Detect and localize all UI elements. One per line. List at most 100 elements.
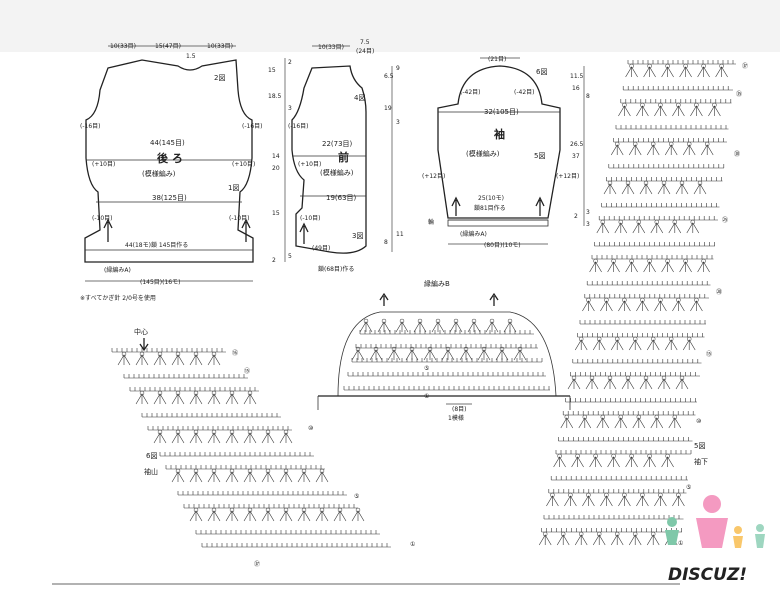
back-side-r-top: (-16目) (242, 123, 262, 130)
stitch-picot (175, 390, 181, 396)
stitch-picot (658, 102, 663, 108)
stitch-fan (600, 300, 613, 312)
stitch-picot (686, 336, 692, 342)
stitch-picot (697, 180, 703, 186)
stitch-picot (157, 390, 163, 396)
stitch-picot (211, 507, 217, 513)
stitch-fan (657, 378, 671, 390)
stitch-picot (229, 507, 235, 513)
stitch-fan (625, 261, 638, 273)
stitch-picot (607, 375, 613, 381)
stitch-picot (391, 346, 397, 352)
stitch-picot (694, 102, 699, 108)
stitch-picot (643, 180, 649, 186)
back-piece: 10(33目) 15(47目) 10(33目) 1.5 2図 (-16目) (-… (80, 43, 262, 302)
watermark-text: DISCUZ! (668, 565, 747, 585)
stitch-picot (175, 351, 181, 357)
edging-b-repeat-label: 1模様 (448, 414, 464, 422)
stitch-picot (363, 318, 369, 324)
stitch-picot (690, 219, 696, 225)
stitch-fan (614, 222, 628, 234)
stitch-fan (207, 393, 221, 405)
center-h3: 20 (272, 165, 280, 172)
sleeve-arrow-r (535, 196, 545, 216)
stitch-picot (625, 375, 631, 381)
stitch-picot (247, 468, 253, 474)
stitch-picot (683, 258, 688, 264)
stitch-fan (243, 471, 257, 483)
stitch-fan (592, 534, 606, 546)
watermark-logo: DISCUZ! (665, 495, 765, 585)
stitch-picot (247, 390, 253, 396)
stitch-fan (315, 471, 329, 483)
stitch-picot (686, 141, 692, 147)
back-width-lower: 38(125目) (152, 194, 187, 202)
back-side-l-low: (-10目) (92, 215, 112, 222)
stitch-fan (189, 510, 203, 522)
sleeve-rdim1: 16 (572, 85, 580, 92)
stitch-fan (377, 321, 391, 333)
stitch-fan (574, 339, 588, 351)
stitch-picot (157, 351, 163, 357)
stitch-fan (646, 339, 660, 351)
stitch-picot (355, 346, 361, 352)
sleeve-side-l: (+12目) (422, 173, 445, 180)
stitch-fan (610, 339, 624, 351)
stitch-fan (636, 300, 649, 312)
stitch-fan (618, 300, 631, 312)
stitch-fan (171, 471, 185, 483)
stitch-fan (643, 456, 656, 468)
stitch-picot (417, 318, 423, 324)
stitch-fan (387, 349, 401, 361)
stitch-picot (247, 429, 253, 435)
stitch-picot (622, 297, 627, 303)
sleeve-cap-l: (-42目) (460, 89, 480, 96)
stitch-picot (604, 297, 609, 303)
stitch-picot (679, 375, 685, 381)
stitch-fan (639, 183, 653, 195)
stitch-picot (640, 102, 645, 108)
stitch-fan (654, 495, 667, 507)
front-top: 10(33目) (318, 44, 344, 51)
stitch-fan (582, 495, 595, 507)
stitch-fan (603, 378, 617, 390)
sleeve-rdim3: 37 (572, 153, 580, 160)
stitch-fan (279, 471, 293, 483)
sleeve-lower-r25: ㉕ (722, 216, 728, 224)
stitch-picot (614, 336, 620, 342)
back-note: ※すべてかぎ針 2/0号を使用 (80, 294, 156, 302)
stitch-fan (664, 144, 678, 156)
stitch-picot (283, 507, 289, 513)
sleeve-edge: (縁編みA) (460, 230, 487, 238)
stitch-picot (683, 63, 688, 69)
sleeve-lower-r35: ㉟ (736, 90, 742, 98)
sleeve-pattern: (模様編み) (466, 149, 500, 158)
center-sub2: 5 (288, 253, 292, 260)
stitch-fan (413, 321, 427, 333)
sleeve-label: 袖 (494, 127, 505, 141)
edging-b-marker-r (489, 292, 499, 306)
stitch-fan (395, 321, 409, 333)
stitch-fan (646, 144, 660, 156)
stitch-fan (618, 105, 631, 117)
logo-figure-green-body (665, 530, 679, 545)
center-h0: 15 (268, 67, 276, 74)
stitch-fan (189, 393, 203, 405)
front-top-r2: (24目) (356, 48, 374, 55)
stitch-fan (592, 339, 606, 351)
stitch-fan (297, 471, 311, 483)
sleeve-cap-r5: ⑤ (354, 493, 359, 500)
stitch-picot (614, 141, 620, 147)
stitch-picot (229, 390, 235, 396)
stitch-picot (399, 318, 405, 324)
stitch-fan (700, 144, 714, 156)
sleeve-lower-r5: ⑤ (686, 484, 691, 491)
stitch-fan (643, 66, 656, 78)
stitch-picot (676, 297, 681, 303)
front-side-l-top: (-16目) (288, 123, 308, 130)
stitch-fan (682, 339, 696, 351)
stitch-picot (650, 141, 656, 147)
back-edge: (縁編みA) (104, 266, 131, 274)
back-side-r-low: (-10目) (229, 215, 249, 222)
stitch-fan (449, 321, 463, 333)
